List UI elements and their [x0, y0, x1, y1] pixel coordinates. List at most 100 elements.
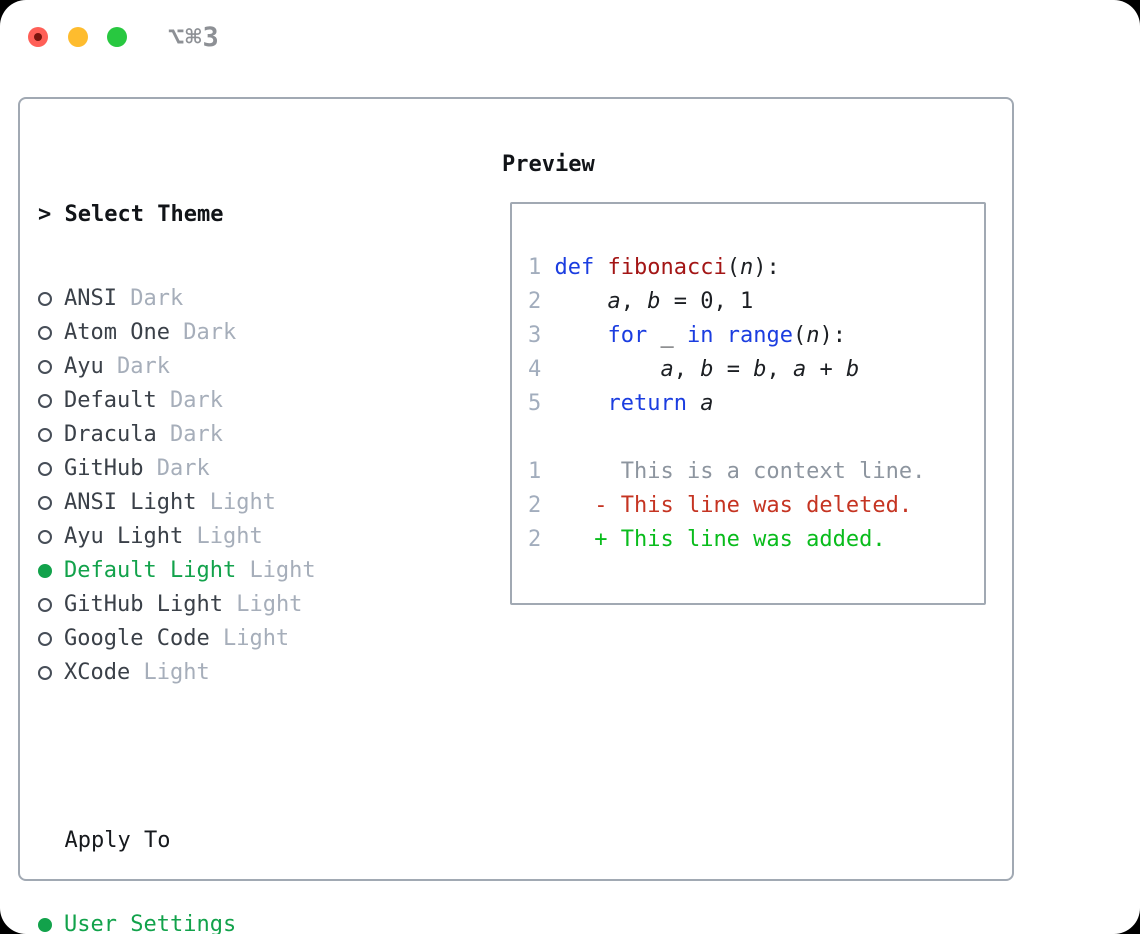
code-token: ( [792, 323, 807, 348]
theme-name: ANSI Light [64, 490, 197, 515]
zoom-button[interactable] [107, 27, 127, 47]
code-token: a [607, 289, 621, 314]
radio-icon [38, 428, 52, 442]
theme-variant-tag: Dark [130, 286, 184, 311]
theme-variant-tag: Dark [156, 456, 210, 481]
code-token: for [607, 323, 648, 348]
apply-to-name: User Settings [64, 912, 237, 934]
radio-icon [38, 360, 52, 374]
code-token: n [739, 255, 754, 280]
selected-radio-icon [38, 564, 52, 578]
theme-name: Default [64, 388, 157, 413]
theme-name: Default Light [64, 558, 237, 583]
close-button-dot-icon [34, 33, 42, 41]
line-number: 3 [528, 323, 542, 348]
apply-to-option[interactable]: User Settings [38, 908, 409, 934]
diff-line [528, 421, 984, 455]
theme-option[interactable]: ANSI Dark [38, 282, 409, 316]
minimize-button[interactable] [68, 27, 88, 47]
diff-line: 1 This is a context line. [528, 455, 984, 489]
theme-variant-tag: Light [143, 660, 210, 685]
theme-option[interactable]: GitHub Dark [38, 452, 409, 486]
line-number: 5 [528, 391, 542, 416]
code-token [594, 255, 607, 280]
theme-name: GitHub [64, 456, 144, 481]
theme-name: Google Code [64, 626, 210, 651]
radio-icon [38, 530, 52, 544]
close-button[interactable] [28, 27, 48, 47]
code-token: b [753, 357, 767, 382]
radio-icon [38, 292, 52, 306]
line-number: 2 [528, 289, 542, 314]
code-token [555, 357, 661, 382]
radio-icon [38, 496, 52, 510]
code-token: n [806, 323, 820, 348]
code-token: = [713, 357, 754, 382]
theme-variant-tag: Light [222, 626, 290, 651]
theme-variant-tag: Dark [169, 422, 223, 447]
theme-option[interactable]: Ayu Light Light [38, 520, 409, 554]
code-token [555, 391, 608, 416]
theme-option[interactable]: Atom One Dark [38, 316, 409, 350]
theme-name: Atom One [64, 320, 170, 345]
theme-variant-tag: Dark [183, 320, 237, 345]
theme-variant-tag: Dark [169, 388, 223, 413]
diff-line: 2 - This line was deleted. [528, 489, 984, 523]
spacer [38, 740, 409, 774]
line-number: 2 [528, 493, 542, 518]
diff-line: 2 + This line was added. [528, 523, 984, 557]
theme-option[interactable]: Dracula Dark [38, 418, 409, 452]
code-token [687, 391, 700, 416]
code-token: in [686, 323, 714, 348]
code-token: b [647, 289, 661, 314]
theme-variant-tag: Light [249, 558, 316, 583]
code-token: b [845, 357, 860, 382]
cursor-icon: > [38, 202, 65, 227]
code-token: return [607, 391, 687, 416]
code-token: a [792, 357, 807, 382]
code-line: 2 a, b = 0, 1 [528, 285, 984, 319]
theme-option[interactable]: ANSI Light Light [38, 486, 409, 520]
code-line: 4 a, b = b, a + b [528, 353, 984, 387]
theme-name: Ayu [64, 354, 104, 379]
preview-title: Preview [502, 152, 595, 177]
theme-option[interactable]: Google Code Light [38, 622, 409, 656]
code-token: - This line was deleted. [554, 493, 913, 518]
theme-name: Dracula [64, 422, 157, 447]
theme-variant-tag: Light [196, 524, 263, 549]
code-token: range [726, 323, 793, 348]
radio-icon [38, 462, 52, 476]
code-token: b [700, 357, 714, 382]
radio-icon [38, 632, 52, 646]
theme-name: XCode [64, 660, 131, 685]
code-token: This is a context line. [554, 459, 926, 484]
code-token: , [620, 289, 648, 314]
theme-name: GitHub Light [64, 592, 223, 617]
theme-variant-tag: Dark [117, 354, 170, 379]
theme-option[interactable]: GitHub Light Light [38, 588, 409, 622]
code-token: + This line was added. [554, 527, 886, 552]
theme-option[interactable]: Default Light Light [38, 554, 409, 588]
selected-radio-icon [38, 918, 52, 932]
theme-option[interactable]: XCode Light [38, 656, 409, 690]
line-number: 1 [528, 255, 542, 280]
theme-option[interactable]: Ayu Dark [38, 350, 409, 384]
code-token: , [673, 357, 701, 382]
radio-icon [38, 598, 52, 612]
keyboard-shortcut-label: ⌥⌘3 [168, 22, 220, 53]
line-number: 1 [528, 459, 542, 484]
code-token: = 0, 1 [660, 289, 754, 314]
code-token: _ [647, 323, 687, 348]
code-line: 1 def fibonacci(n): [528, 251, 984, 285]
code-token: def [554, 255, 595, 280]
radio-icon [38, 394, 52, 408]
line-number: 4 [528, 357, 542, 382]
code-token [555, 289, 608, 314]
code-token: ): [819, 323, 846, 348]
theme-option[interactable]: Default Dark [38, 384, 409, 418]
code-line: 3 for _ in range(n): [528, 319, 984, 353]
